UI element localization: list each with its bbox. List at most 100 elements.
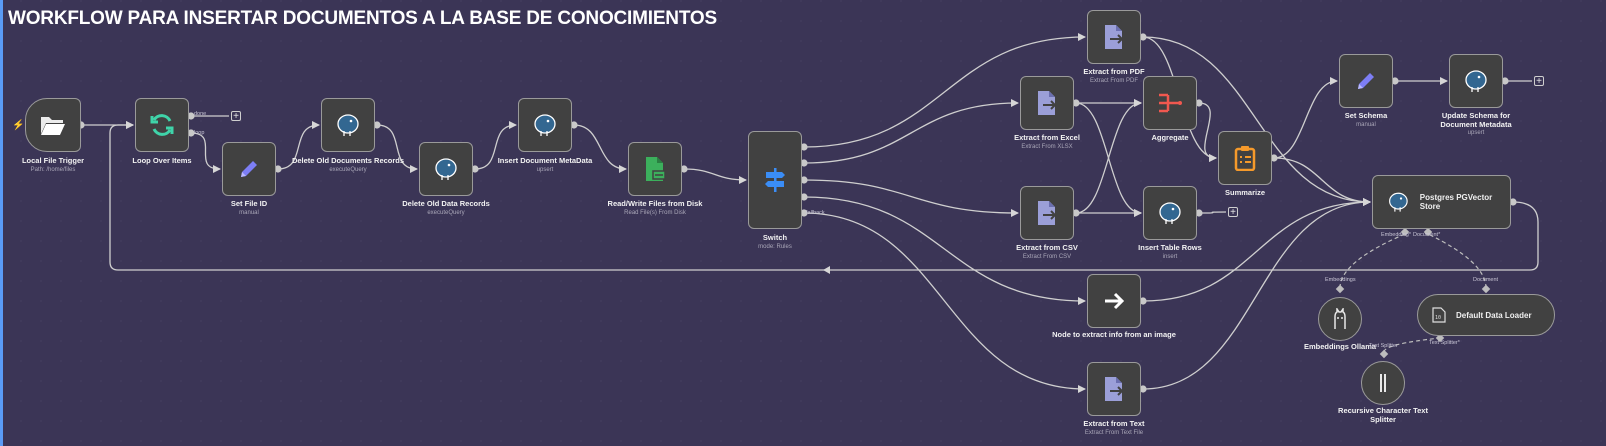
trigger-bolt-icon: ⚡: [12, 120, 25, 131]
add-node-after-update-schema-button[interactable]: +: [1534, 76, 1544, 87]
output-port[interactable]: [373, 121, 381, 129]
edge-switch-to-csv[interactable]: [803, 179, 1019, 217]
output-port[interactable]: [1391, 77, 1399, 85]
output-port[interactable]: [1139, 297, 1147, 305]
output-port[interactable]: [570, 121, 578, 129]
node-summarize[interactable]: [1218, 131, 1272, 185]
edge-switch-to-pdf[interactable]: [803, 33, 1086, 148]
edge-delete-data-to-insert-meta[interactable]: [474, 121, 517, 170]
postgres-elephant-icon: [1465, 70, 1487, 92]
ollama-llama-icon: [1334, 308, 1346, 329]
label-pgvector-store: Postgres PGVector Store: [1419, 193, 1493, 211]
aggregate-icon: [1159, 93, 1182, 113]
node-set-file-id[interactable]: [222, 142, 276, 196]
add-node-after-insert-rows-button[interactable]: +: [1228, 207, 1238, 218]
node-switch[interactable]: [748, 131, 802, 229]
label-delete-old-data: Delete Old Data Records: [402, 199, 490, 208]
text-splitter-icon: [1380, 374, 1386, 392]
signpost-icon: [765, 168, 785, 192]
sub-extract-excel: Extract From XLSX: [1021, 144, 1073, 150]
edge-summarize-to-set-schema[interactable]: [1273, 77, 1338, 159]
refresh-icon: [150, 114, 174, 136]
output-port[interactable]: [800, 193, 808, 201]
output-port[interactable]: [1195, 209, 1203, 217]
port-label-loop: loop: [194, 130, 205, 136]
sub-delete-old-data: executeQuery: [427, 210, 465, 216]
postgres-elephant-icon: [435, 158, 457, 180]
edge-text-to-pgvector[interactable]: [1142, 198, 1371, 390]
output-port[interactable]: [1072, 209, 1080, 217]
edge-read-write-to-switch[interactable]: [683, 168, 747, 184]
edge-delete-docs-to-delete-data[interactable]: [376, 124, 418, 173]
node-extract-csv[interactable]: [1020, 186, 1074, 240]
file-export-icon: [1105, 25, 1124, 49]
output-port[interactable]: [800, 143, 808, 151]
output-port[interactable]: [1139, 385, 1147, 393]
sub-set-file-id: manual: [239, 210, 259, 216]
label-embeddings-ollama: Embeddings Ollama: [1303, 342, 1377, 351]
output-port[interactable]: [1509, 198, 1517, 206]
edge-switch-to-image[interactable]: [803, 196, 1086, 305]
output-port[interactable]: [1195, 99, 1203, 107]
ai-edge-loader-to-store[interactable]: [1427, 233, 1487, 289]
ai-connector-port[interactable]: [1481, 284, 1491, 294]
port-label-embedding: Embedding*: [1381, 232, 1411, 238]
node-extract-image[interactable]: [1087, 274, 1141, 328]
label-default-data-loader: Default Data Loader: [1456, 310, 1532, 320]
node-pgvector-store[interactable]: Postgres PGVector Store: [1372, 175, 1511, 229]
node-recursive-text-splitter[interactable]: [1361, 361, 1405, 405]
edge-loop-to-set-file-id[interactable]: [190, 132, 221, 173]
node-embeddings-ollama[interactable]: [1318, 297, 1362, 341]
node-local-file-trigger[interactable]: [25, 98, 81, 152]
output-port[interactable]: [471, 165, 479, 173]
node-update-schema[interactable]: [1449, 54, 1503, 108]
node-read-write-files[interactable]: [628, 142, 682, 196]
edge-pgvector-loop-back[interactable]: [109, 121, 1539, 271]
output-port[interactable]: [1072, 99, 1080, 107]
edge-switch-fallback-to-text[interactable]: [803, 212, 1086, 393]
output-port[interactable]: [800, 176, 808, 184]
port-label-document: Document*: [1413, 232, 1441, 238]
output-port[interactable]: [1501, 77, 1509, 85]
edge-summarize-to-pgvector[interactable]: [1273, 157, 1371, 206]
edge-insert-meta-to-read-write[interactable]: [573, 124, 627, 173]
edge-image-to-pgvector[interactable]: [1142, 198, 1371, 302]
output-port[interactable]: [187, 129, 195, 137]
folder-open-icon: [41, 117, 65, 135]
node-delete-old-documents[interactable]: [321, 98, 375, 152]
node-insert-table-rows[interactable]: [1143, 186, 1197, 240]
edge-insert-rows-to-plus[interactable]: [1198, 211, 1227, 214]
node-aggregate[interactable]: [1143, 76, 1197, 130]
node-default-data-loader[interactable]: 10 Default Data Loader: [1417, 294, 1555, 336]
clipboard-list-icon: [1234, 146, 1256, 171]
node-insert-document-metadata[interactable]: [518, 98, 572, 152]
label-set-schema: Set Schema: [1344, 111, 1388, 120]
edge-csv-to-aggregate[interactable]: [1075, 99, 1142, 214]
label-extract-image: Node to extract info from an image: [1052, 330, 1176, 339]
postgres-elephant-icon: [1159, 202, 1181, 224]
file-read-write-icon: [646, 157, 666, 181]
output-port[interactable]: [1139, 33, 1147, 41]
output-port[interactable]: [680, 165, 688, 173]
ai-connector-port[interactable]: [1379, 349, 1389, 359]
node-extract-pdf[interactable]: [1087, 10, 1141, 64]
output-port[interactable]: [1270, 154, 1278, 162]
node-extract-text[interactable]: [1087, 362, 1141, 416]
node-extract-excel[interactable]: [1020, 76, 1074, 130]
output-port[interactable]: [800, 159, 808, 167]
edge-set-file-id-to-delete-docs[interactable]: [277, 121, 320, 170]
add-node-after-done-button[interactable]: +: [231, 111, 241, 122]
ai-connector-port[interactable]: [1335, 284, 1345, 294]
arrow-right-icon: [1105, 292, 1125, 310]
node-delete-old-data[interactable]: [419, 142, 473, 196]
output-port[interactable]: [274, 165, 282, 173]
output-port[interactable]: [800, 209, 808, 217]
sub-switch: mode: Rules: [758, 244, 792, 250]
label-insert-document-metadata: Insert Document MetaData: [497, 156, 593, 165]
file-export-icon: [1038, 201, 1057, 225]
node-loop-over-items[interactable]: [135, 98, 189, 152]
edge-pdf-to-pgvector[interactable]: [1142, 36, 1371, 206]
node-set-schema[interactable]: [1339, 54, 1393, 108]
output-port[interactable]: [187, 112, 195, 120]
edge-switch-to-excel[interactable]: [803, 99, 1019, 164]
